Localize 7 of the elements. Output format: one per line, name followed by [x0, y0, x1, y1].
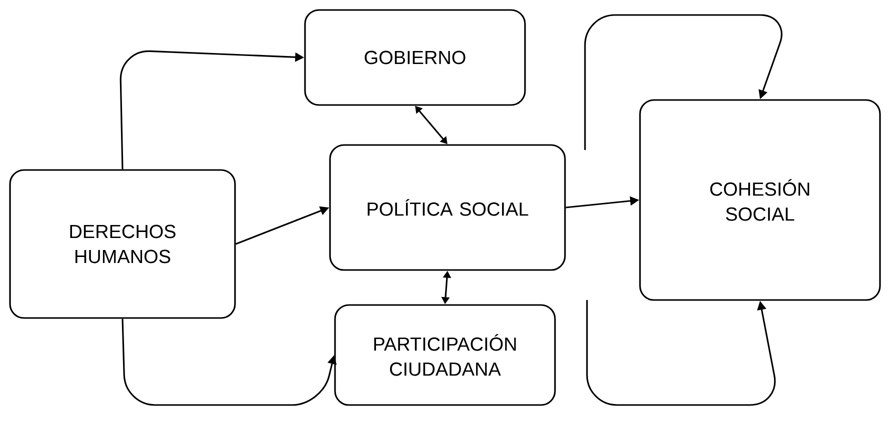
process-box: COHESIÓN SOCIAL	[639, 99, 881, 301]
arrow	[584, 14, 782, 150]
process-box: POLÍTICA SOCIAL	[329, 144, 566, 271]
process-box: GOBIERNO	[304, 9, 526, 106]
process-box: PARTICIPACIÓN CIUDADANA	[334, 304, 556, 406]
process-box: DERECHOS HUMANOS	[9, 169, 236, 319]
arrow	[586, 300, 776, 406]
